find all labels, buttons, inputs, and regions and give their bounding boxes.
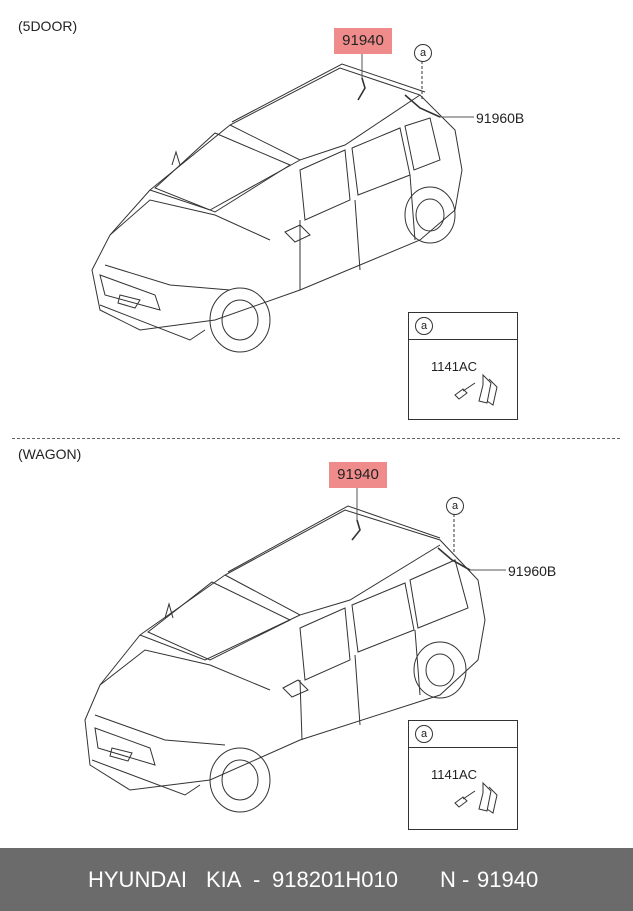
callout-part-label: 91960B [476,110,525,126]
bolt-icon [454,373,498,406]
footer-n-label: N [440,867,456,892]
footer-bar: HYUNDAI KIA - 918201H010 N - 91940 [0,848,633,911]
callout-part-label: 91960B [508,563,557,579]
footer-dash: - [253,867,261,892]
bolt-icon [454,781,498,814]
footer-make: KIA [206,867,242,892]
detail-marker-circle: a [414,44,432,62]
detail-box-5door: a 1141AC [408,312,518,420]
footer-brand: HYUNDAI [88,867,188,892]
section-divider [12,438,620,439]
detail-box-marker: a [415,317,433,335]
part-number-box[interactable]: 91940 [329,462,387,488]
section-label-5door: (5DOOR) [18,18,78,34]
detail-box-wagon: a 1141AC [408,720,518,830]
car-wagon-drawing [84,488,506,813]
part-number-box[interactable]: 91940 [334,28,392,54]
detail-box-marker: a [415,725,433,743]
detail-part-code: 1141AC [431,359,478,374]
car-5door-drawing [91,54,474,353]
section-label-wagon: (WAGON) [18,446,82,462]
footer-ref-number[interactable]: 91940 [477,867,539,892]
detail-part-code: 1141AC [431,767,478,782]
detail-marker-circle: a [446,497,464,515]
footer-oem-number[interactable]: 918201H010 [272,867,399,892]
footer-dash: - [462,867,470,892]
